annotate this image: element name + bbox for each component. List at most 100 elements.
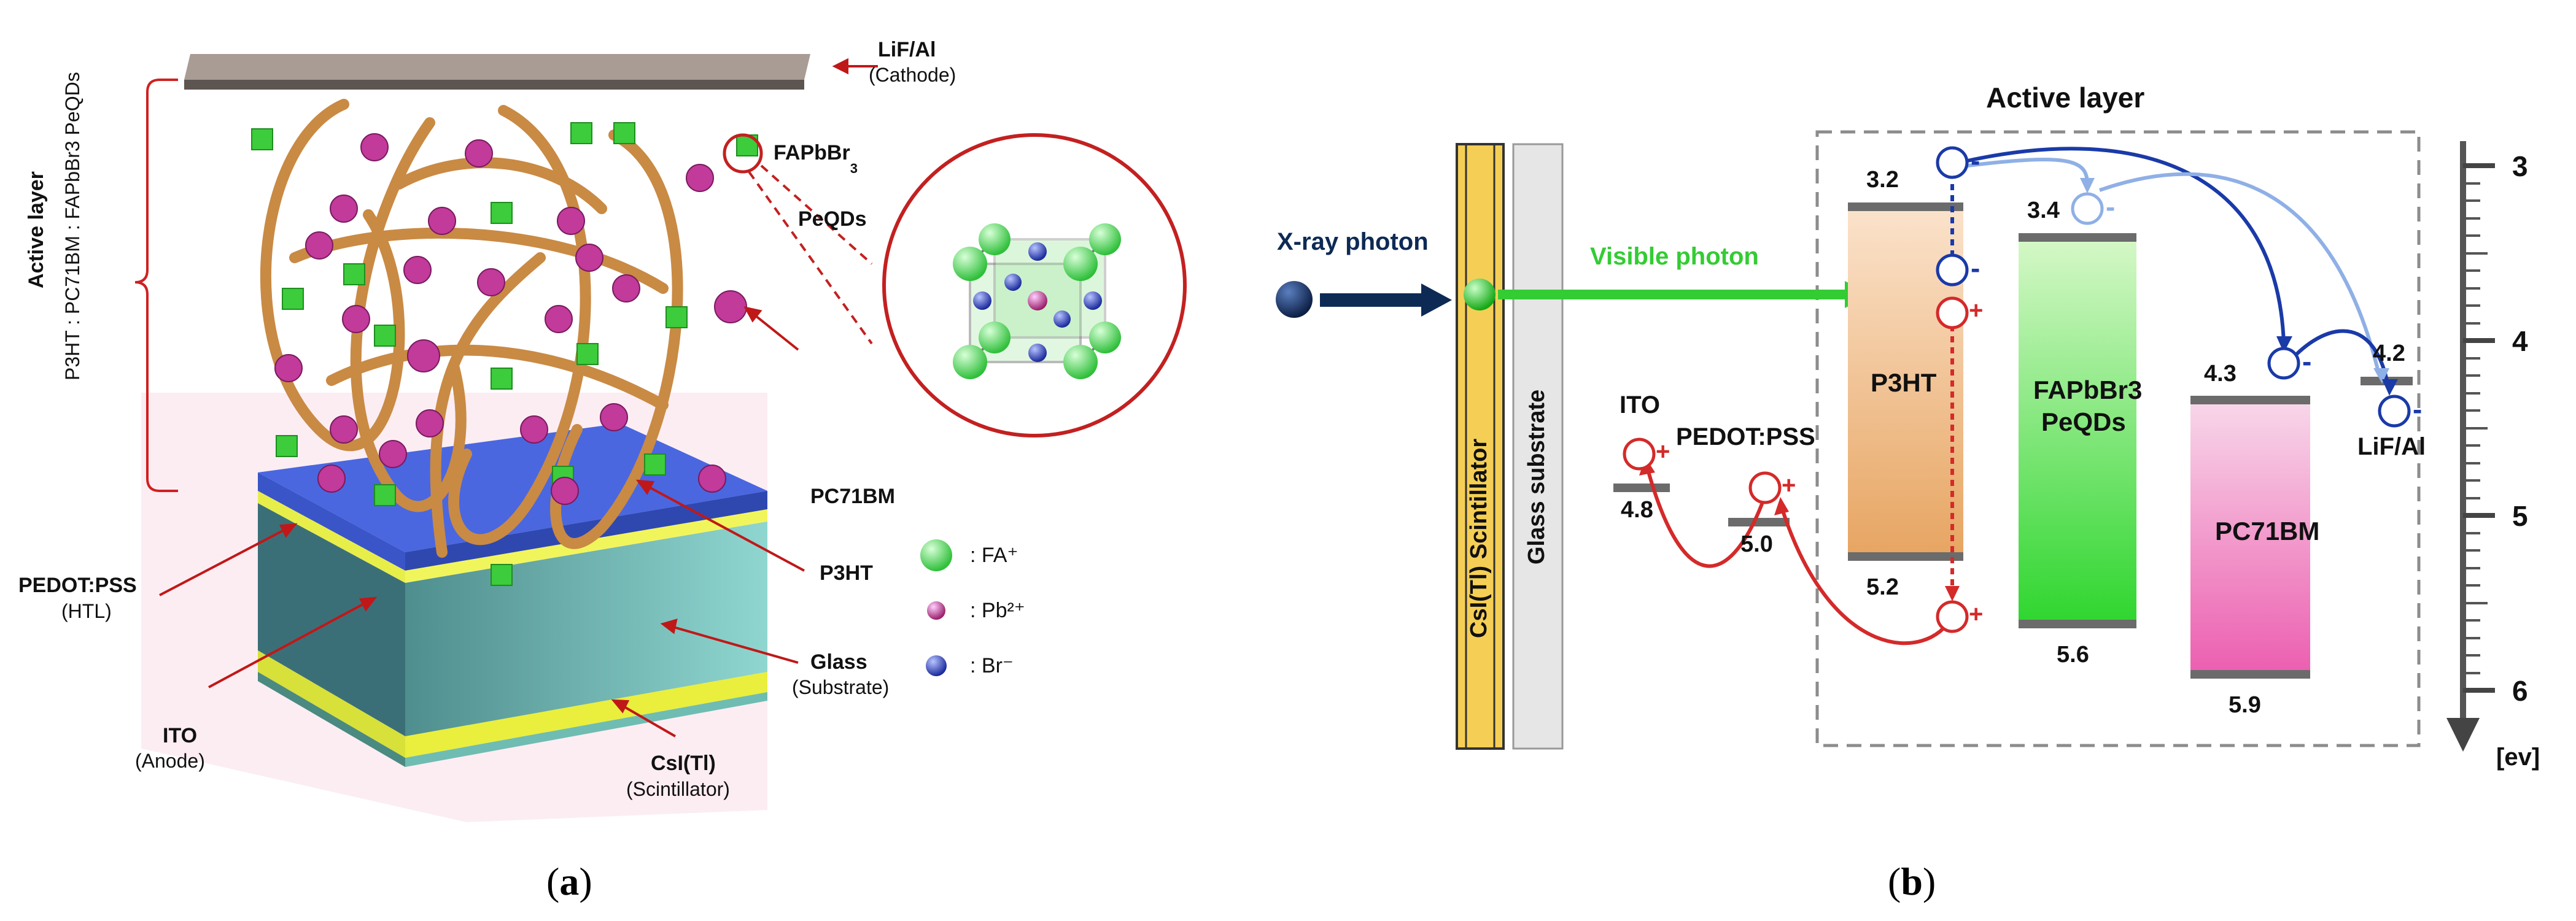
axis-tick-label: 5 bbox=[2512, 500, 2528, 532]
axis-minor-tick bbox=[2463, 356, 2480, 360]
legend-pb-sphere bbox=[927, 601, 945, 620]
ito-label: ITO bbox=[1620, 391, 1660, 418]
axis-minor-tick bbox=[2463, 619, 2480, 622]
electron-transport-paths bbox=[1950, 147, 2390, 387]
electron-sign-3: - bbox=[2106, 191, 2116, 223]
xray-arrow bbox=[1320, 283, 1452, 317]
electron-arrow-head-4 bbox=[2382, 379, 2398, 396]
hole-arrow-head-2 bbox=[1774, 497, 1789, 515]
scintillator-bar bbox=[1456, 143, 1505, 750]
axis-minor-tick bbox=[2463, 444, 2480, 447]
axis-minor-tick bbox=[2463, 391, 2480, 395]
active-layer-label: Active layer bbox=[25, 171, 48, 288]
axis-minor-tick bbox=[2463, 426, 2488, 430]
pedot-subtitle: (HTL) bbox=[61, 600, 112, 622]
axis-minor-tick bbox=[2463, 531, 2480, 534]
qd-lumo-energy: 3.4 bbox=[2027, 198, 2060, 223]
csi-title: CsI(Tl) bbox=[651, 752, 716, 775]
axis-minor-tick bbox=[2463, 234, 2480, 237]
pedot-energy: 5.0 bbox=[1740, 531, 1773, 557]
legend-br-text: : Br⁻ bbox=[970, 654, 1014, 677]
lif-label: LiF/Al bbox=[2357, 433, 2426, 460]
p3ht-label: P3HT bbox=[820, 561, 873, 585]
p3ht-polymer-chains bbox=[260, 99, 683, 558]
electron-arrow-head-1 bbox=[2276, 336, 2292, 353]
hole-transport-path bbox=[1643, 325, 1954, 645]
energy-axis bbox=[2446, 141, 2480, 752]
active-layer-bracket bbox=[134, 79, 178, 492]
pcbm-homo-level bbox=[2190, 670, 2310, 679]
axis-minor-tick bbox=[2463, 566, 2480, 569]
pedot-label: PEDOT:PSS bbox=[1676, 423, 1815, 450]
p3ht-homo-level bbox=[1848, 552, 1963, 561]
pcbm-lumo-level bbox=[2190, 396, 2310, 404]
p3ht-lumo-energy: 3.2 bbox=[1866, 167, 1899, 193]
hole-sign-2: + bbox=[1969, 601, 1984, 628]
cathode-title: LiF/Al bbox=[878, 38, 936, 61]
pcbm-molecules bbox=[274, 133, 747, 505]
legend-br-sphere bbox=[926, 655, 947, 676]
hole-arrow-head-1 bbox=[1945, 586, 1960, 601]
cathode-subtitle: (Cathode) bbox=[869, 64, 956, 86]
p3ht-label: P3HT bbox=[1871, 368, 1937, 397]
energy-level-diagram bbox=[1276, 130, 2480, 752]
xray-photon-ball bbox=[1276, 281, 1313, 318]
axis-tick-label: 6 bbox=[2512, 675, 2528, 707]
pcbm-homo-energy: 5.9 bbox=[2229, 692, 2261, 718]
axis-minor-tick bbox=[2463, 269, 2480, 272]
electron-sign-2: - bbox=[1971, 252, 1980, 284]
qd-label-1: FAPbBr3 bbox=[2033, 376, 2143, 404]
legend-fa-text: : FA⁺ bbox=[970, 544, 1018, 567]
axis-minor-tick bbox=[2463, 479, 2480, 482]
axis-minor-tick bbox=[2463, 409, 2480, 412]
axis-minor-tick bbox=[2463, 374, 2480, 377]
visible-photon-ball bbox=[1464, 279, 1496, 310]
axis-unit-label: [ev] bbox=[2496, 744, 2540, 771]
xray-label: X-ray photon bbox=[1277, 228, 1429, 255]
active-composition-label: P3HT : PC71BM : FAPbBr3 PeQDs bbox=[61, 72, 83, 380]
perovskite-unit-cell bbox=[953, 223, 1121, 379]
p3ht-homo-energy: 5.2 bbox=[1866, 574, 1899, 600]
p3ht-lumo-level bbox=[1848, 202, 1963, 211]
pcbm-label: PC71BM bbox=[810, 485, 895, 508]
axis-minor-tick bbox=[2463, 252, 2488, 255]
legend-pb-text: : Pb²⁺ bbox=[970, 599, 1025, 622]
electron-sign-5: - bbox=[2413, 393, 2423, 425]
axis-minor-tick bbox=[2463, 199, 2480, 202]
electron-arrow-head-2 bbox=[2080, 178, 2095, 193]
caption-b: (b) bbox=[1888, 860, 1936, 903]
caption-a: (a) bbox=[546, 860, 592, 903]
zoom-line-lower bbox=[748, 171, 873, 345]
axis-minor-tick bbox=[2463, 601, 2488, 604]
qd-lumo-level bbox=[2019, 233, 2136, 242]
csi-subtitle: (Scintillator) bbox=[626, 778, 730, 800]
qd-homo-level bbox=[2019, 620, 2136, 628]
hole-sign-1: + bbox=[1969, 297, 1984, 324]
electron-markers bbox=[1936, 146, 2411, 428]
qd-subscript: 3 bbox=[850, 160, 858, 176]
axis-major-tick bbox=[2463, 338, 2495, 343]
axis-minor-tick bbox=[2463, 636, 2480, 639]
qd-label-2: PeQDs bbox=[2041, 407, 2126, 436]
axis-minor-tick bbox=[2463, 217, 2480, 220]
axis-minor-tick bbox=[2463, 584, 2480, 587]
pcbm-box bbox=[2190, 399, 2310, 672]
hole-markers bbox=[1623, 296, 1969, 633]
active-layer-box bbox=[1815, 130, 2421, 747]
zoom-line-upper bbox=[760, 164, 873, 265]
qd-highlight-circle bbox=[723, 133, 763, 174]
hole-sign-4: + bbox=[1656, 438, 1670, 465]
glass-title: Glass bbox=[810, 650, 867, 674]
axis-minor-tick bbox=[2463, 654, 2480, 657]
pedot-title: PEDOT:PSS bbox=[18, 574, 137, 597]
pcbm-lumo-energy: 4.3 bbox=[2204, 361, 2237, 387]
pcbm-label: PC71BM bbox=[2215, 517, 2320, 545]
substrate-label: Glass substrate bbox=[1524, 389, 1550, 565]
qd-title: FAPbBr3 bbox=[774, 141, 858, 176]
axis-minor-tick bbox=[2463, 287, 2480, 290]
qd-title-2: PeQDs bbox=[798, 207, 867, 231]
glass-substrate-bar bbox=[1512, 143, 1564, 750]
lif-energy: 4.2 bbox=[2373, 341, 2405, 366]
hole-sign-3: + bbox=[1782, 472, 1796, 499]
